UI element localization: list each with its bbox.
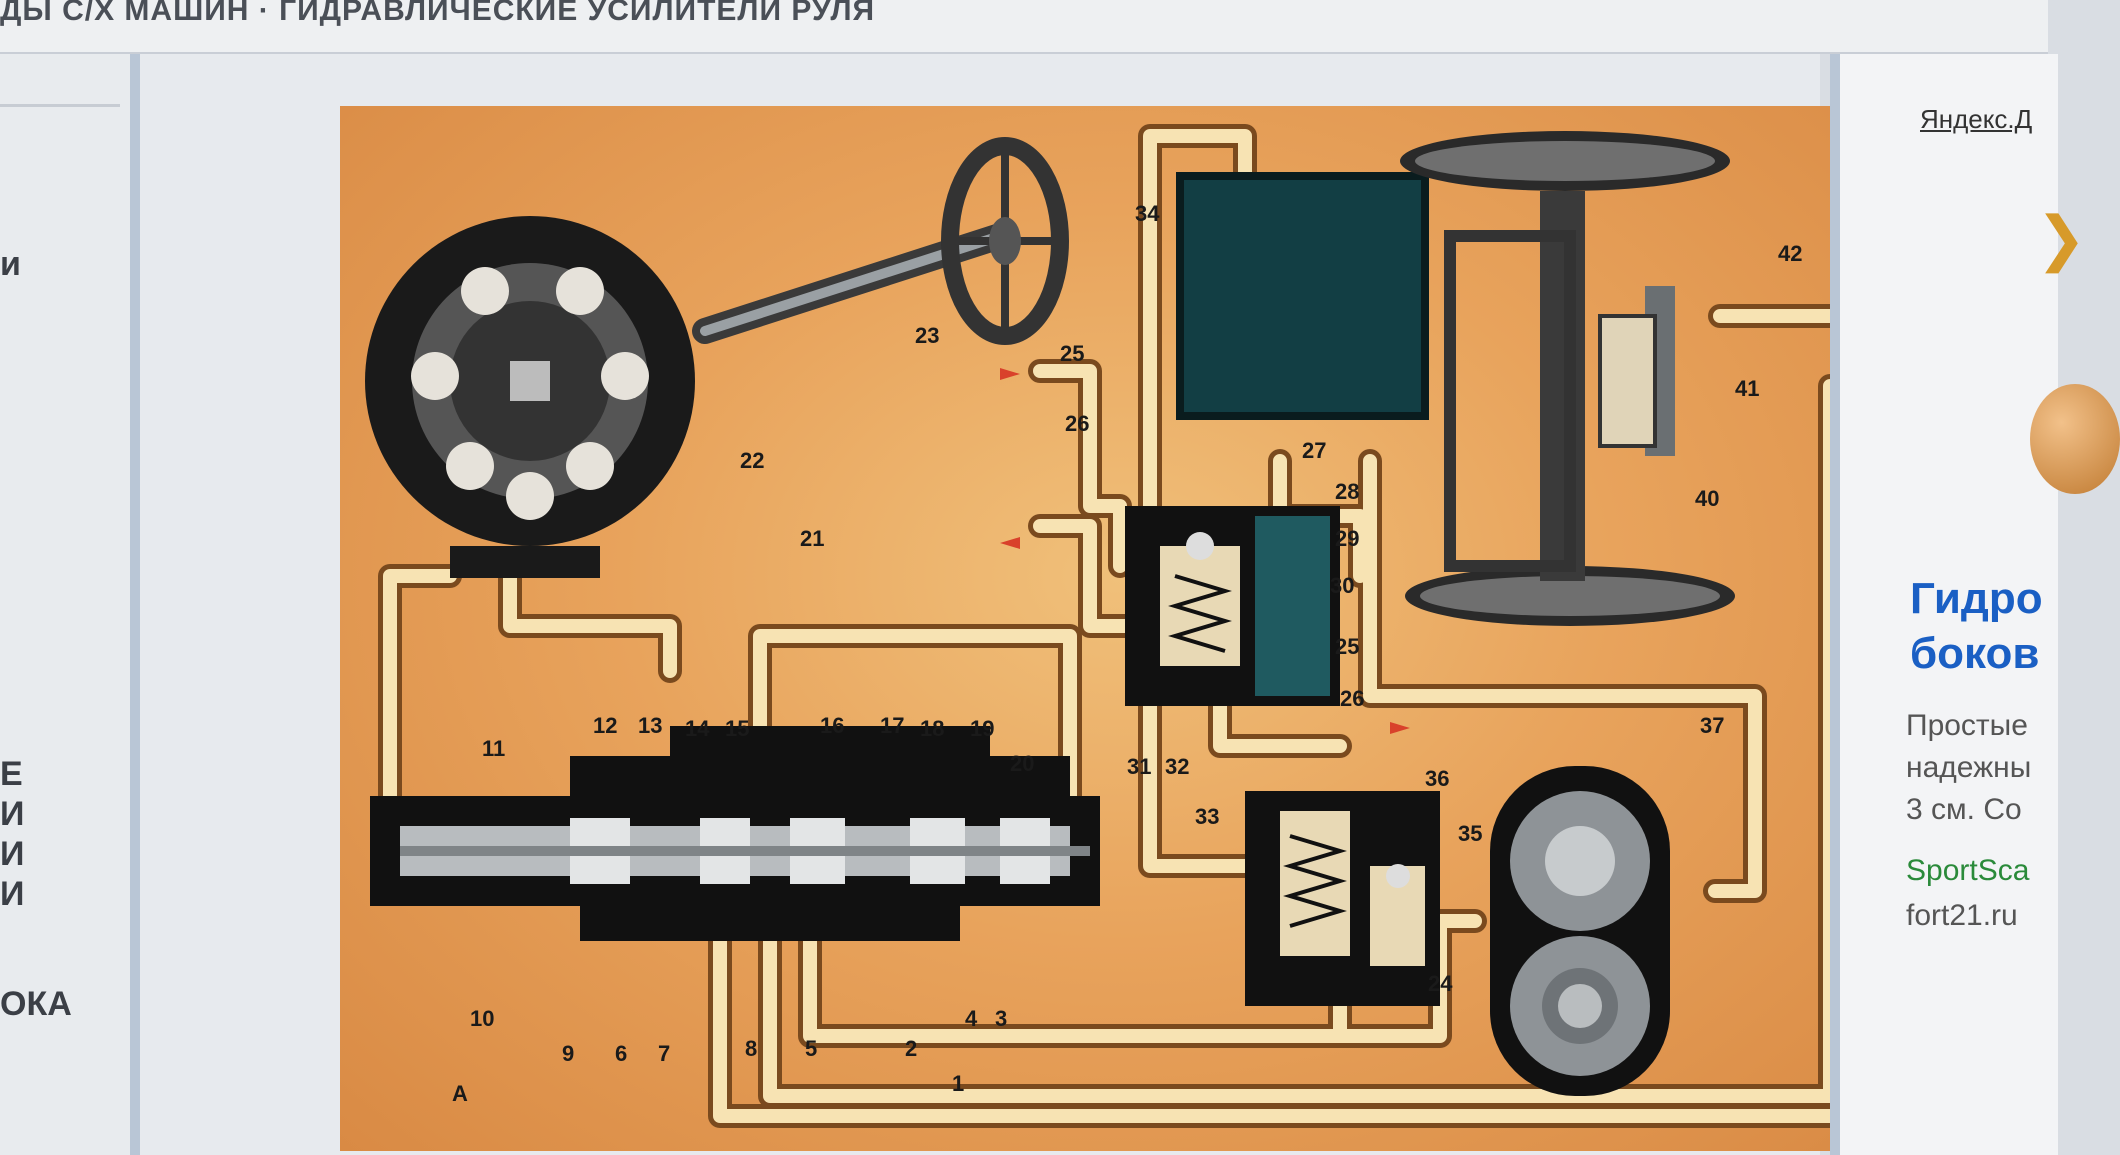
label-25b: 25 [1335, 634, 1359, 659]
spool-valve [370, 726, 1100, 941]
left-text-fragment-2: Е И И И [0, 755, 25, 913]
left-text-fragment-1: и [0, 245, 21, 283]
gear-pump [1490, 766, 1670, 1096]
label-6: 6 [615, 1041, 627, 1066]
label-26: 26 [1065, 411, 1089, 436]
ad-domain: fort21.ru [1906, 899, 2018, 932]
label-10: 10 [470, 1006, 494, 1031]
label-40: 40 [1695, 486, 1719, 511]
ad-title-line-2[interactable]: боков [1910, 629, 2040, 678]
flow-arrows [1000, 368, 1410, 734]
label-37: 37 [1700, 713, 1724, 738]
left-text-fragment-3: ОКА [0, 985, 72, 1023]
hydraulic-steering-diagram: 1 2 3 4 5 6 7 8 9 10 11 12 13 14 15 16 1… [340, 106, 1900, 1151]
ad-title-line-1[interactable]: Гидро [1910, 574, 2043, 623]
left-divider [0, 104, 120, 107]
ad-link[interactable]: SportSca [1906, 854, 2030, 887]
label-7: 7 [658, 1041, 670, 1066]
article-content: 1 2 3 4 5 6 7 8 9 10 11 12 13 14 15 16 1… [140, 54, 1900, 1155]
label-31: 31 [1127, 754, 1151, 779]
front-axle-assembly [1400, 131, 1735, 626]
diagram-drawing: 1 2 3 4 5 6 7 8 9 10 11 12 13 14 15 16 1… [365, 124, 1867, 1128]
label-32: 32 [1165, 754, 1189, 779]
ad-text-line-3: 3 см. Со [1906, 793, 2022, 826]
label-17: 17 [880, 713, 904, 738]
left-sidebar: и Е И И И ОКА [0, 54, 140, 1155]
right-sidebar: Яндекс.Д ❯ Гидро боков Простые надежны 3… [1830, 54, 2120, 1155]
label-28: 28 [1335, 479, 1359, 504]
label-24: 24 [1428, 971, 1453, 996]
label-11: 11 [482, 736, 505, 761]
label-16: 16 [820, 713, 844, 738]
label-5: 5 [805, 1036, 817, 1061]
label-12: 12 [593, 713, 617, 738]
label-26b: 26 [1340, 686, 1364, 711]
part-labels: 1 2 3 4 5 6 7 8 9 10 11 12 13 14 15 16 1… [452, 201, 1802, 1106]
browser-top-bar: ДЫ С/Х МАШИН · ГИДРАВЛИЧЕСКИЕ УСИЛИТЕЛИ … [0, 0, 2048, 54]
label-18: 18 [920, 716, 944, 741]
label-3: 3 [995, 1006, 1007, 1031]
label-33: 33 [1195, 804, 1219, 829]
label-15: 15 [725, 716, 749, 741]
label-8: 8 [745, 1036, 757, 1061]
label-34: 34 [1135, 201, 1160, 226]
label-20: 20 [1010, 751, 1034, 776]
label-29: 29 [1335, 526, 1359, 551]
label-36: 36 [1425, 766, 1449, 791]
hydraulic-tank [1176, 172, 1429, 420]
label-21: 21 [800, 526, 824, 551]
label-9: 9 [562, 1041, 574, 1066]
relief-valve [1125, 506, 1340, 706]
page-title: ДЫ С/Х МАШИН · ГИДРАВЛИЧЕСКИЕ УСИЛИТЕЛИ … [0, 0, 876, 27]
label-41: 41 [1735, 376, 1759, 401]
ad-text-line-2: надежны [1906, 751, 2032, 784]
label-23: 23 [915, 323, 939, 348]
label-35: 35 [1458, 821, 1482, 846]
label-27: 27 [1302, 438, 1326, 463]
ad-logo-icon: ❯ [2036, 205, 2087, 272]
label-1: 1 [952, 1071, 964, 1096]
steering-gear-housing [365, 216, 695, 578]
flow-control-valve [1245, 791, 1440, 1006]
label-2: 2 [905, 1036, 917, 1061]
label-22: 22 [740, 448, 764, 473]
label-13: 13 [638, 713, 662, 738]
label-4: 4 [965, 1006, 978, 1031]
label-19: 19 [970, 716, 994, 741]
label-30: 30 [1330, 573, 1354, 598]
label-letter-a: А [452, 1081, 468, 1106]
yandex-direct-link[interactable]: Яндекс.Д [1920, 104, 2033, 134]
steering-wheel [692, 137, 1069, 345]
ad-text-line-1: Простые [1906, 709, 2028, 742]
label-42: 42 [1778, 241, 1802, 266]
ad-image[interactable] [2030, 384, 2120, 494]
label-25: 25 [1060, 341, 1084, 366]
label-14: 14 [685, 716, 710, 741]
